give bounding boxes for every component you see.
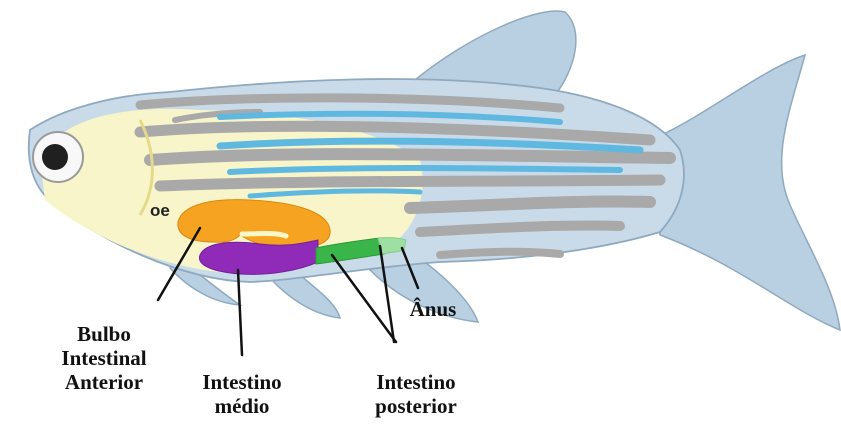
posterior-line-1: Intestino — [354, 370, 478, 394]
intestino-medio-label: Intestino médio — [180, 370, 304, 418]
bulbo-line-3: Anterior — [36, 370, 172, 394]
bulbo-intestinal-anterior-label: Bulbo Intestinal Anterior — [36, 322, 172, 394]
bulbo-line-1: Bulbo — [36, 322, 172, 346]
bulbo-line-2: Intestinal — [36, 346, 172, 370]
anus-label: Ânus — [403, 297, 463, 321]
pointer-medio — [238, 270, 242, 355]
bulb-notch — [242, 234, 286, 237]
medio-line-2: médio — [180, 394, 304, 418]
oe-label: oe — [150, 201, 170, 221]
eye-pupil — [42, 144, 68, 170]
intestino-posterior-label: Intestino posterior — [354, 370, 478, 418]
posterior-line-2: posterior — [354, 394, 478, 418]
medio-line-1: Intestino — [180, 370, 304, 394]
